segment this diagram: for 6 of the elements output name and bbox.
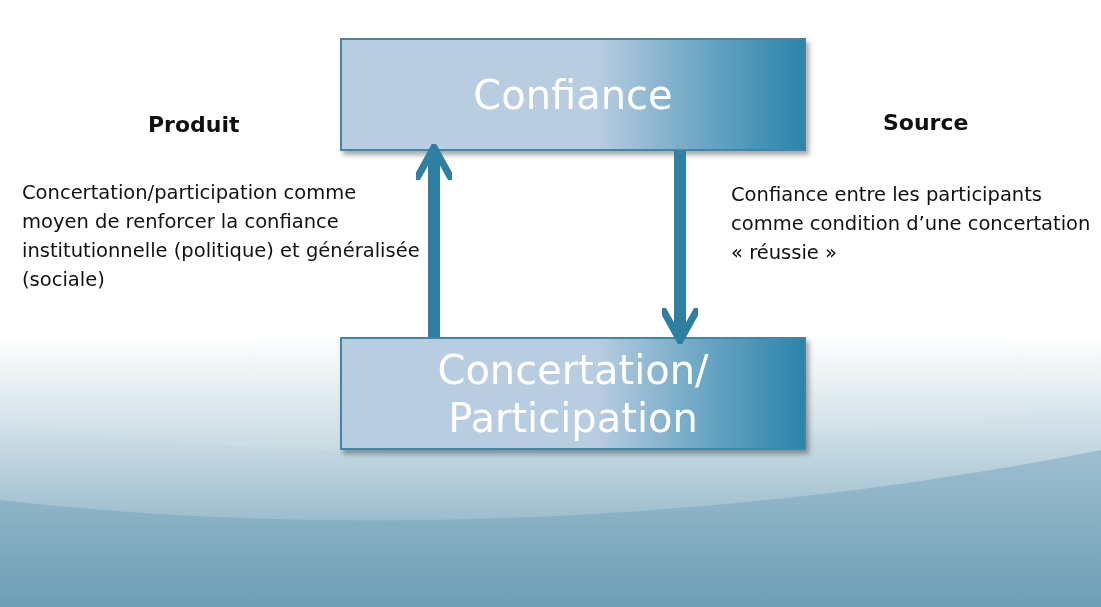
process-box [340, 38, 806, 151]
box-title: Confiance [472, 70, 674, 119]
heading: Source [883, 110, 969, 135]
description: Concertation/participation comme moyen de renforcer la confiance institutionnelle (politique) et généralisée (sociale) [22, 180, 421, 293]
description: Confiance entre les participants comme condition d’une concertation « réussie » [731, 182, 1092, 266]
heading: Produit [148, 112, 240, 137]
